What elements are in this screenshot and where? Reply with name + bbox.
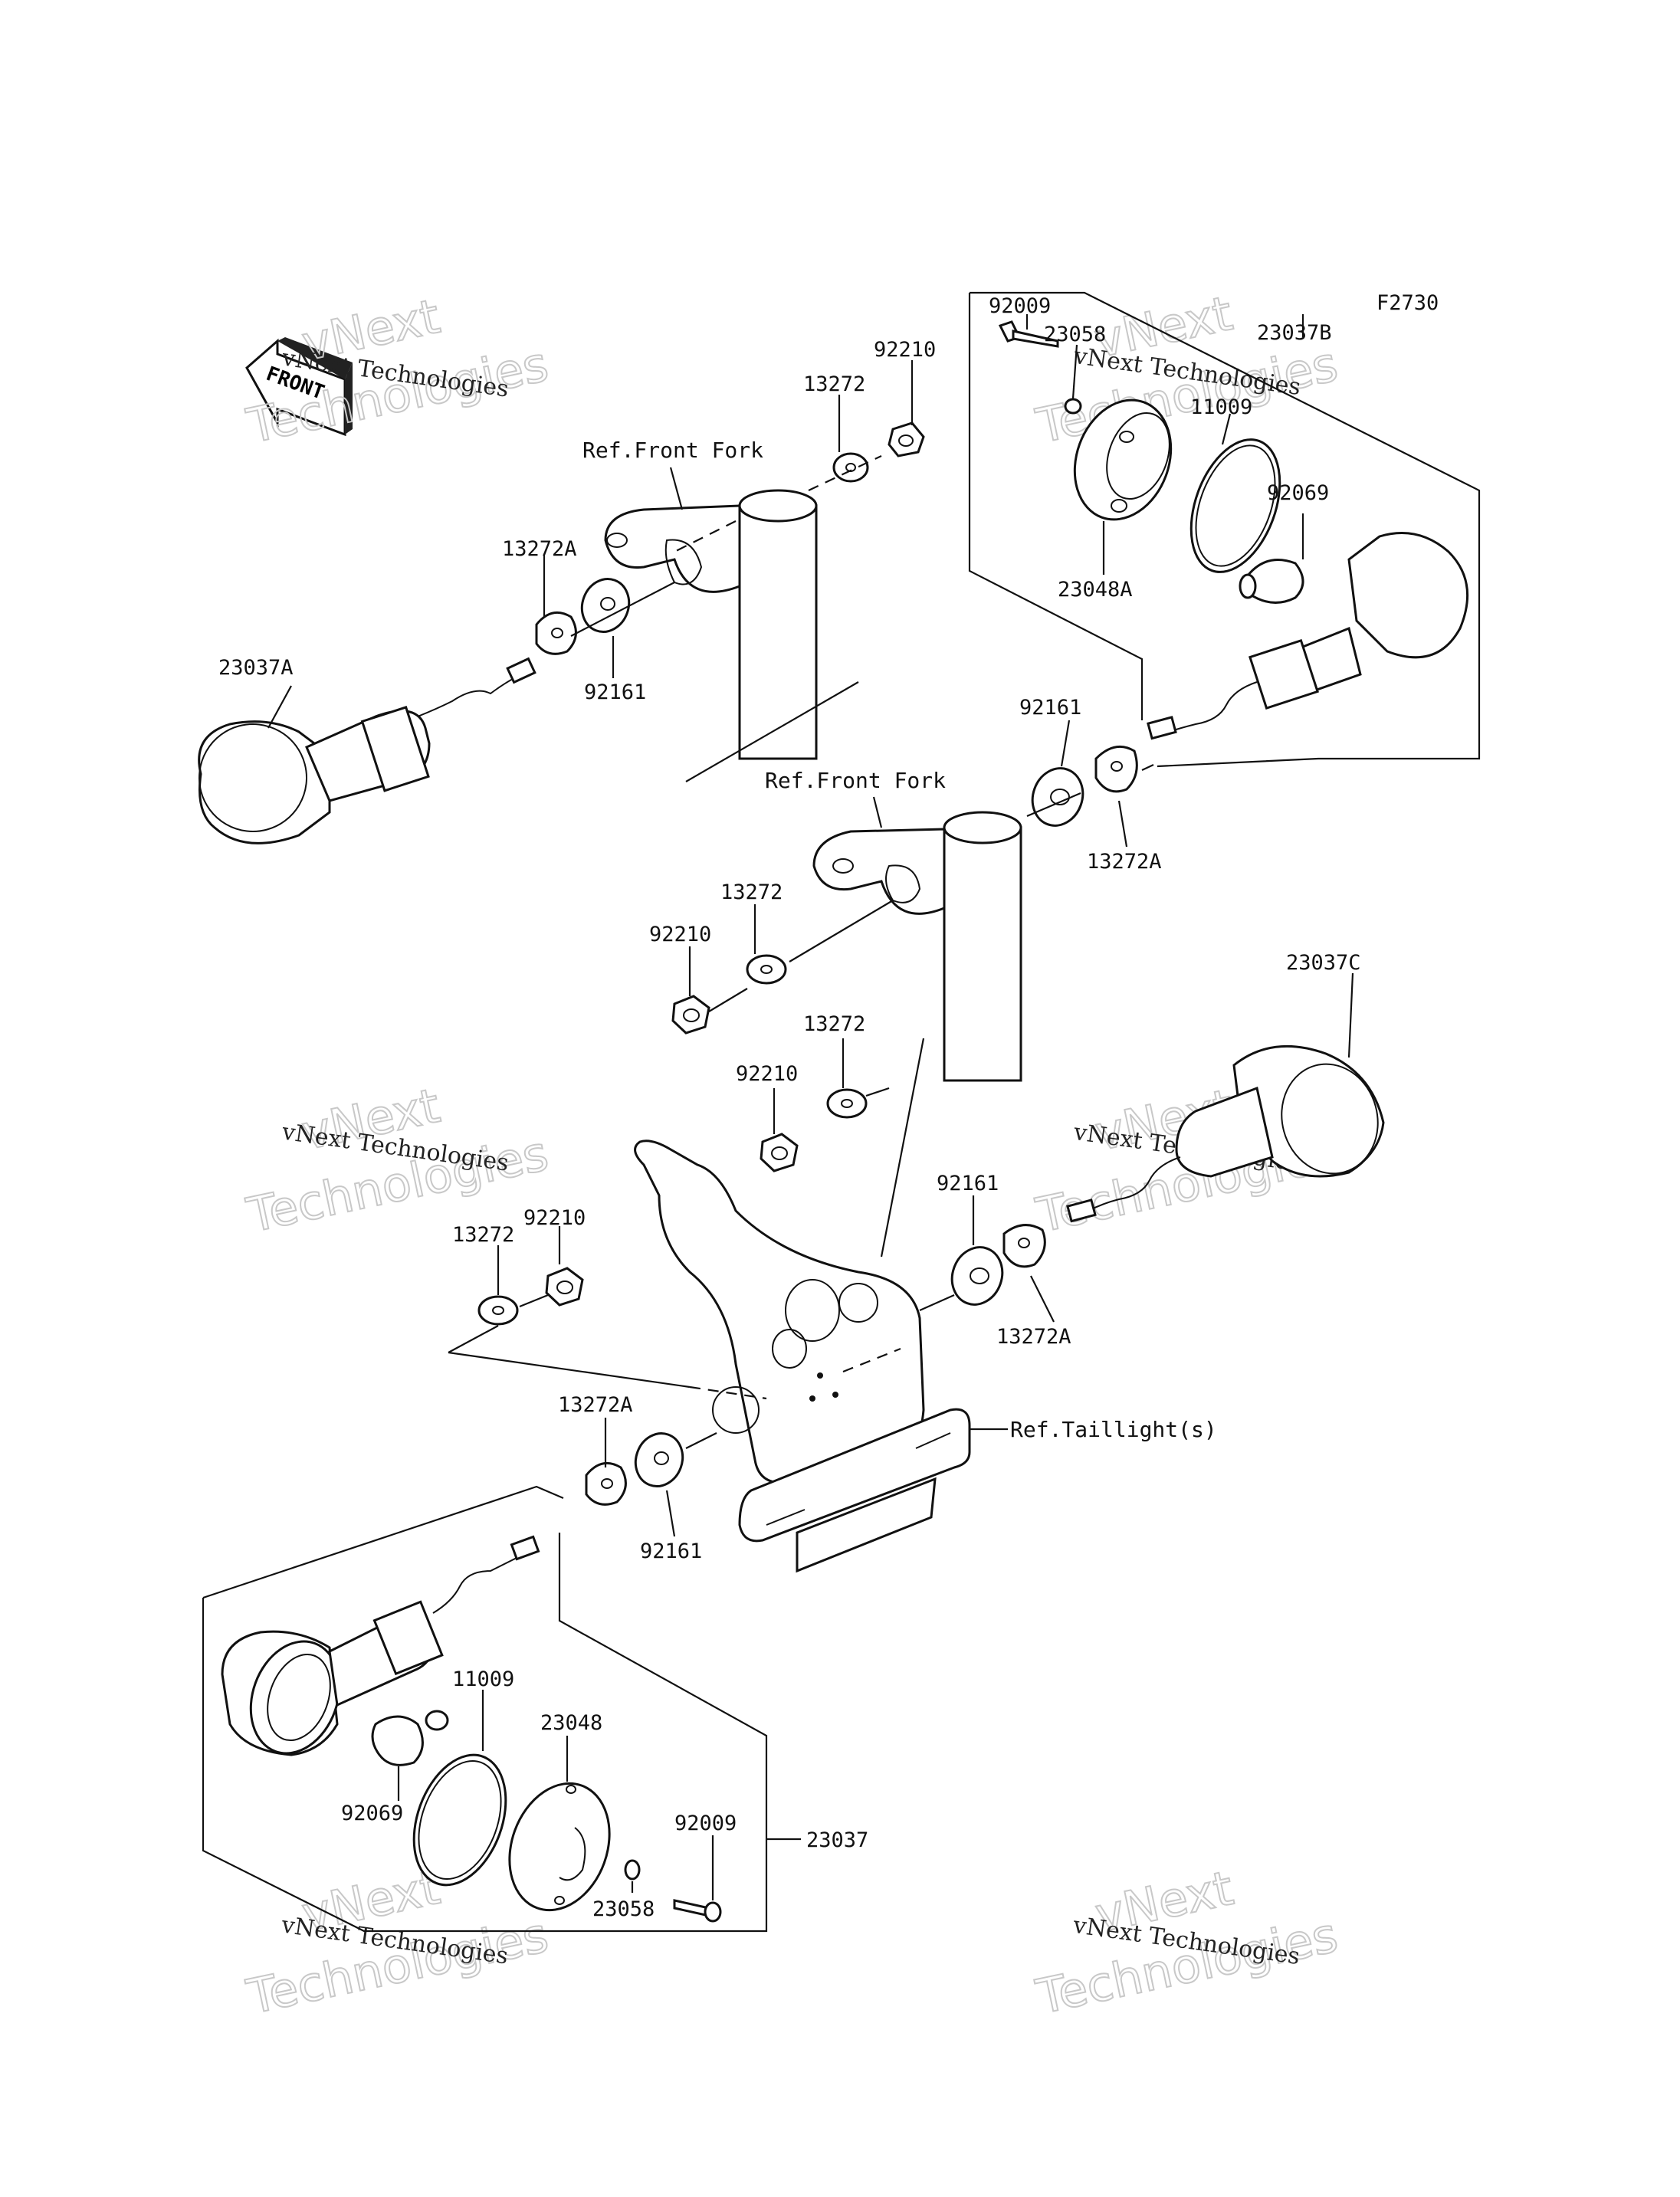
grommet-92161-bot [634,1432,684,1487]
nut-92210-top [888,421,925,457]
screw-92009-bot [673,1899,722,1923]
ref-taillight: Ref.Taillight(s) [1010,1417,1217,1442]
grommet-92161-rr [950,1246,1004,1306]
nut-92210-low [760,1133,799,1172]
grommet-92161-right [1031,767,1084,827]
label-13272A-rr: 13272A [996,1325,1071,1349]
label-13272A-right: 13272A [1087,850,1162,874]
label-13272A-bot: 13272A [558,1393,633,1417]
label-23058-bot: 23058 [592,1897,655,1921]
rear-bracket [634,1139,925,1484]
lens-23048A [1073,398,1173,521]
label-92161-right: 92161 [1019,696,1081,720]
label-23037C: 23037C [1286,951,1361,975]
turn-signal-23037 [221,1535,540,1756]
washer-13272A-bot [585,1461,627,1506]
part-labels: 92009 23058 23037B 11009 92069 23048A 92… [218,294,1361,1921]
label-92161-left: 92161 [584,680,646,704]
label-23037A: 23037A [218,656,294,680]
label-13272-bl: 13272 [452,1223,514,1247]
turn-signal-23037C [1066,1044,1385,1223]
watermark-top-right: vNext Technologies vNext Technologies [1031,284,1344,455]
label-92210-bl: 92210 [523,1206,586,1230]
watermark-top-left: vNext Technologies vNext Technologies [241,287,554,455]
label-92009-bot: 92009 [674,1812,737,1835]
grommet-92161-left [580,578,631,633]
turn-signal-23037A [198,657,536,844]
washer-13272-top [832,452,869,483]
label-13272-low: 13272 [803,1012,865,1036]
label-92009-top: 92009 [989,294,1051,318]
washer-13272-bl [477,1295,519,1326]
lens-23048 [508,1782,611,1912]
front-fork-upper [604,489,818,760]
label-11009-bot: 11009 [452,1667,514,1691]
watermark-bottom-left: vNext Technologies vNext Technologies [241,1858,554,2026]
label-92161-rr: 92161 [937,1172,999,1195]
ref-front-fork-upper: Ref.Front Fork [582,438,763,463]
washer-23058-bot [624,1859,641,1881]
label-13272A-left: 13272A [502,537,577,561]
label-23037: 23037 [806,1828,868,1852]
screw-92009-top [998,320,1059,348]
front-fork-middle [812,811,1022,1082]
label-23048: 23048 [540,1711,602,1735]
gasket-11009-bot [412,1753,507,1887]
front-arrow-icon: FRONT [245,337,353,437]
watermark-bottom-right: vNext Technologies vNext Technologies [1031,1859,1344,2026]
figure-code: F2730 [1376,291,1439,315]
leader-lines [267,314,1354,1900]
label-92210-low: 92210 [736,1062,798,1086]
washer-23058-top [1064,398,1082,415]
taillight-plate [738,1408,971,1573]
washer-13272-mid [746,954,787,985]
nut-92210-mid [671,995,710,1035]
label-92210-mid: 92210 [649,923,711,946]
washer-13272A-rr [1002,1224,1046,1268]
label-13272-top: 13272 [803,372,865,396]
label-23058-top: 23058 [1044,323,1106,346]
washer-13272-low [826,1088,868,1119]
washer-13272A-left [535,611,577,655]
label-23048A: 23048A [1058,578,1133,602]
label-23037B: 23037B [1257,321,1332,345]
washer-13272A-right [1094,745,1138,793]
label-92069-top: 92069 [1267,481,1329,505]
label-13272-mid: 13272 [720,880,783,904]
bulb-92069-top [1239,559,1304,604]
bulb-92069-bot [371,1710,449,1766]
watermark-mid-left: vNext Technologies vNext Technologies [241,1077,554,1244]
nut-92210-bl [545,1267,584,1307]
label-11009-top: 11009 [1190,395,1252,419]
frame-23037B [970,291,1481,768]
ref-front-fork-middle: Ref.Front Fork [765,768,946,793]
label-92210-top: 92210 [874,338,936,362]
label-92161-bot: 92161 [640,1540,702,1563]
label-92069-bot: 92069 [341,1802,403,1825]
turn-signal-23037B [1147,532,1469,740]
frame-23037 [202,1485,564,1599]
